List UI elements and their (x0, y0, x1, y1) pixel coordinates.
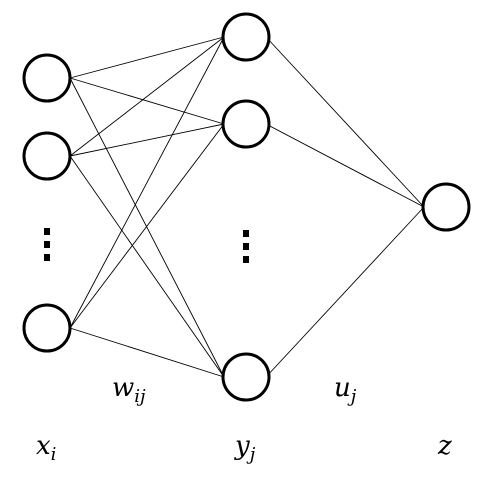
input-node-n (22, 303, 72, 353)
hidden-output-edges (265, 36, 425, 378)
weight-label-w: wij (112, 373, 146, 407)
edge-x2-y1 (69, 36, 225, 157)
hidden-node-1 (221, 12, 271, 62)
weight-label-u: uj (334, 373, 357, 407)
input-layer-label: xi (36, 431, 56, 465)
edge-x1-y2 (69, 77, 225, 125)
edge-x3-y3 (69, 327, 225, 378)
input-hidden-edges (69, 36, 225, 378)
hidden-layer-label: yj (234, 431, 256, 465)
input-layer (22, 53, 72, 353)
edge-x3-y1 (69, 36, 225, 329)
output-layer-label: z (437, 431, 452, 461)
edge-x2-y3 (69, 155, 225, 378)
output-layer (421, 182, 471, 232)
edge-x1-y1 (69, 36, 225, 79)
edge-x2-y2 (69, 123, 225, 157)
hidden-node-m (221, 352, 271, 402)
input-ellipsis (44, 228, 50, 261)
edge-y2-z (265, 123, 425, 208)
hidden-layer (221, 12, 271, 402)
edge-y1-z (265, 36, 425, 208)
hidden-node-2 (221, 99, 271, 149)
input-node-1 (22, 53, 72, 103)
edge-x1-y3 (69, 77, 225, 378)
edge-x3-y2 (69, 123, 225, 329)
edge-y3-z (265, 206, 425, 378)
input-node-2 (22, 131, 72, 181)
hidden-ellipsis (243, 230, 249, 263)
output-node (421, 182, 471, 232)
